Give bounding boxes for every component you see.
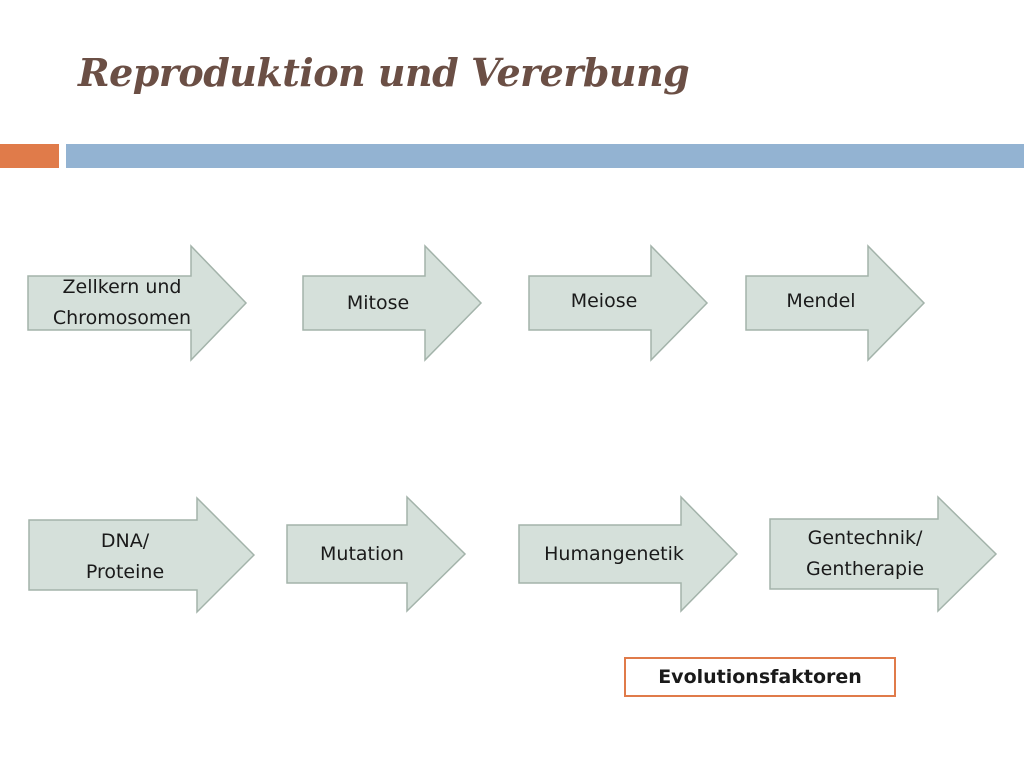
arrow-mitose: Mitose (302, 244, 483, 362)
arrow-gentechnik-gentherapie: Gentechnik/ Gentherapie (769, 495, 998, 613)
accent-bar-blue (66, 144, 1024, 168)
arrow-shape (286, 495, 467, 613)
arrow-meiose: Meiose (528, 244, 709, 362)
arrow-label: Mutation (320, 542, 404, 565)
arrow-zellkern-chromosomen: Zellkern und Chromosomen (27, 244, 248, 362)
arrow-mendel: Mendel (745, 244, 926, 362)
evolutionsfaktoren-box: Evolutionsfaktoren (624, 657, 896, 697)
arrow-shape (302, 244, 483, 362)
arrow-shape (528, 244, 709, 362)
arrow-shape (769, 495, 998, 613)
slide-title: Reproduktion und Vererbung (78, 50, 690, 95)
arrow-label: Zellkern und Chromosomen (52, 276, 192, 329)
arrow-humangenetik: Humangenetik (518, 495, 739, 613)
arrow-label: Meiose (570, 289, 638, 312)
arrow-label: Gentechnik/ Gentherapie (805, 527, 925, 580)
arrow-mutation: Mutation (286, 495, 467, 613)
arrow-dna-proteine: DNA/ Proteine (28, 496, 256, 614)
arrow-shape (27, 244, 248, 362)
arrow-label: Mitose (346, 291, 410, 314)
arrow-shape (28, 496, 256, 614)
accent-bar-orange (0, 144, 59, 168)
arrow-shape (745, 244, 926, 362)
arrow-shape (518, 495, 739, 613)
arrow-label: DNA/ Proteine (85, 530, 165, 583)
arrow-label: Humangenetik (544, 542, 684, 565)
arrow-label: Mendel (786, 289, 856, 312)
